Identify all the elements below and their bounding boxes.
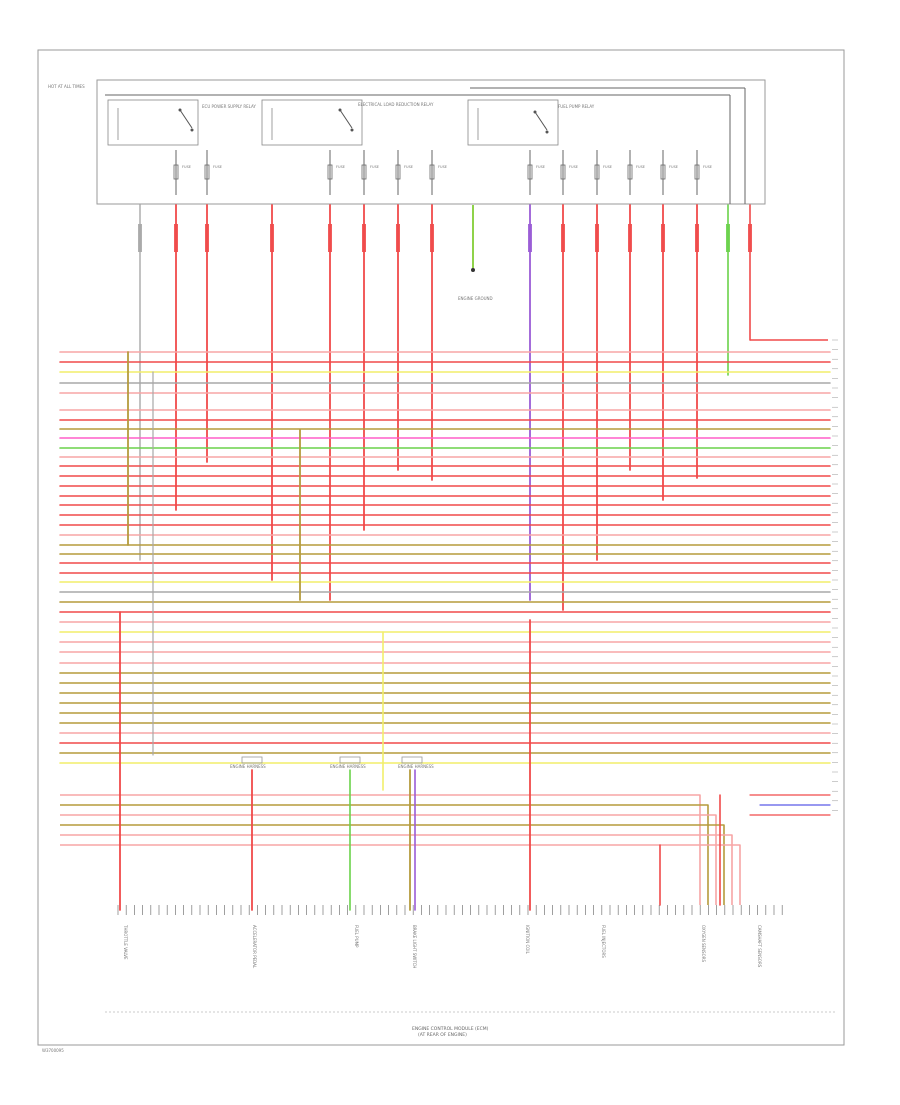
fuse-label: FUSE bbox=[603, 165, 612, 169]
bottom-label-throttle: THROTTLE VALVE bbox=[123, 924, 128, 960]
fuse-symbol bbox=[429, 164, 435, 180]
connector-2-label: ENGINE HARNESS bbox=[330, 764, 366, 769]
hot-at-all-times-label: HOT AT ALL TIMES bbox=[48, 84, 85, 89]
relay-3: FUEL PUMP RELAY bbox=[467, 99, 595, 146]
ecm-caption-1: ENGINE CONTROL MODULE (ECM) bbox=[412, 1026, 489, 1032]
fuse-symbol bbox=[660, 164, 666, 180]
wires bbox=[59, 204, 831, 911]
bottom-labels: THROTTLE VALVE ACCELERATOR PEDAL FUEL PU… bbox=[123, 924, 762, 969]
fuse-symbol bbox=[327, 164, 333, 180]
connector-1-label: ENGINE HARNESS bbox=[230, 764, 266, 769]
ecm-caption-2: (AT REAR OF ENGINE) bbox=[418, 1032, 467, 1038]
fuse-label: FUSE bbox=[336, 165, 345, 169]
relay-1-label: ECU POWER SUPPLY RELAY bbox=[202, 104, 256, 109]
relay-2-label: ELECTRICAL LOAD REDUCTION RELAY bbox=[358, 102, 434, 107]
connector-symbol bbox=[241, 756, 263, 764]
connector-3: ENGINE HARNESS bbox=[398, 764, 434, 769]
fuse-symbol bbox=[527, 164, 533, 180]
fuse-symbol bbox=[204, 164, 210, 180]
connector-2: ENGINE HARNESS bbox=[330, 764, 366, 769]
bottom-label-injectors: FUEL INJECTORS bbox=[601, 925, 606, 958]
bottom-label-camshaft: CAMSHAFT SENSORS bbox=[757, 925, 762, 968]
fuse-symbol bbox=[395, 164, 401, 180]
wire-bottom-row bbox=[60, 794, 701, 905]
bottom-label-coil: IGNITION COIL bbox=[525, 925, 530, 955]
engine-ground-caption: ENGINE GROUND bbox=[458, 296, 493, 301]
fuse-label: FUSE bbox=[569, 165, 578, 169]
diagram-border bbox=[37, 49, 845, 1046]
relay-box bbox=[96, 79, 766, 205]
bottom-label-fuel-pump: FUEL PUMP bbox=[354, 925, 359, 948]
fuse-label: FUSE bbox=[404, 165, 413, 169]
wire-bottom-row bbox=[60, 814, 717, 905]
relay-2: ELECTRICAL LOAD REDUCTION RELAY bbox=[261, 99, 434, 146]
fuse-label: FUSE bbox=[182, 165, 191, 169]
fuse-label: FUSE bbox=[536, 165, 545, 169]
relay-3-label: FUEL PUMP RELAY bbox=[558, 104, 595, 109]
fuse-label: FUSE bbox=[438, 165, 447, 169]
fuse-group: FUSE FUSE FUSE FUSE FUSE FUSE FUSE FUSE FUSE FUSE… bbox=[173, 150, 712, 195]
fuse-label: FUSE bbox=[213, 165, 222, 169]
bottom-label-brake: BRAKE LIGHT SWITCH bbox=[412, 925, 417, 968]
connector-symbol bbox=[401, 756, 423, 764]
bottom-label-oxygen: OXYGEN SENSORS bbox=[701, 925, 706, 962]
wire-bottom-row bbox=[60, 834, 733, 905]
connector-1: ENGINE HARNESS bbox=[230, 764, 266, 769]
fuse-label: FUSE bbox=[636, 165, 645, 169]
ecm-pins bbox=[117, 339, 838, 915]
wire-bottom-row bbox=[60, 824, 725, 905]
fuse-symbol bbox=[694, 164, 700, 180]
fuse-symbol bbox=[173, 164, 179, 180]
connector-symbol bbox=[339, 756, 361, 764]
fuse-label: FUSE bbox=[370, 165, 379, 169]
bottom-label-accelerator: ACCELERATOR PEDAL bbox=[252, 925, 257, 969]
wire-bottom-row bbox=[60, 804, 709, 905]
relay-1: ECU POWER SUPPLY RELAY bbox=[107, 99, 256, 146]
fuse-label: FUSE bbox=[703, 165, 712, 169]
connector-3-label: ENGINE HARNESS bbox=[398, 764, 434, 769]
page-number: W3700095 bbox=[42, 1048, 64, 1053]
fuse-symbol bbox=[627, 164, 633, 180]
fuse-symbol bbox=[594, 164, 600, 180]
fuse-symbol bbox=[361, 164, 367, 180]
engine-ground: ENGINE GROUND bbox=[458, 205, 493, 301]
wire-bottom-row bbox=[60, 844, 741, 905]
fuse-label: FUSE bbox=[669, 165, 678, 169]
fuse-symbol bbox=[560, 164, 566, 180]
